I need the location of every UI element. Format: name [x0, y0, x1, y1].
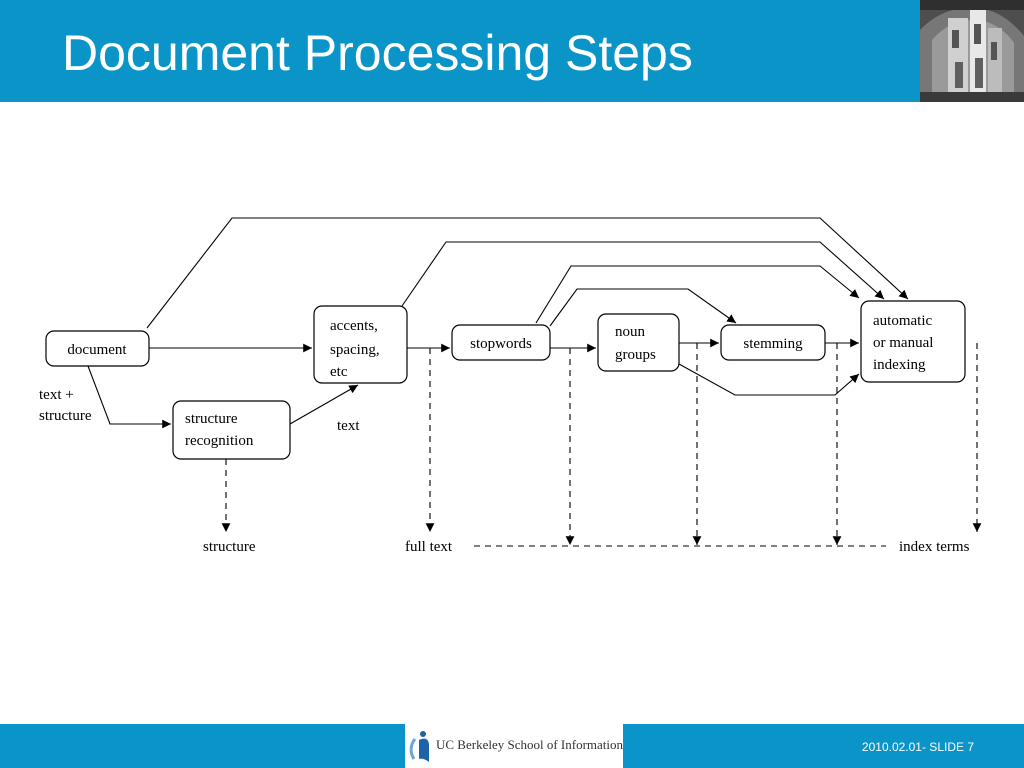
uc-berkeley-logo-text: UC Berkeley School of Information — [436, 737, 623, 752]
edge-structure-recognition-to-accents — [289, 384, 359, 425]
accents-label-line-1: accents, — [330, 318, 378, 334]
node-structure-recognition: structure recognition — [172, 400, 291, 460]
structure-recognition-label-line-1: structure — [185, 411, 238, 427]
noun-groups-label-line-1: noun — [615, 324, 646, 340]
node-stemming: stemming — [720, 324, 826, 361]
slide-title: Document Processing Steps — [62, 25, 693, 81]
node-stopwords-label: stopwords — [470, 336, 532, 352]
edge-stopwords-bypass-to-indexing — [535, 265, 860, 324]
edge-label-text-structure: text + structure — [39, 387, 92, 424]
node-document-label: document — [67, 342, 127, 358]
indexing-label-line-3: indexing — [873, 357, 926, 373]
node-structure-recognition-label: structure recognition — [185, 411, 254, 449]
output-index-terms-label: index terms — [899, 539, 970, 555]
structure-edge-label: structure — [39, 408, 92, 424]
edge-noun-groups-bypass-to-indexing — [678, 363, 860, 396]
node-automatic-manual-indexing: automatic or manual indexing — [860, 300, 966, 383]
node-noun-groups-label: noun groups — [615, 324, 656, 363]
accents-label-line-3: etc — [330, 364, 348, 380]
text-plus-label: text + — [39, 387, 74, 403]
stemming-label-line: stemming — [743, 336, 803, 352]
node-stemming-label: stemming — [743, 336, 803, 352]
edge-label-text: text — [337, 418, 360, 434]
noun-groups-label-line-2: groups — [615, 347, 656, 363]
edge-stopwords-bypass-to-stemming — [549, 288, 737, 327]
edge-accents-bypass-to-indexing — [401, 241, 885, 307]
document-label-line: document — [67, 342, 127, 358]
output-structure-label: structure — [203, 539, 256, 555]
node-document: document — [45, 330, 150, 367]
indexing-label-line-1: automatic — [873, 313, 932, 329]
node-automatic-manual-indexing-label: automatic or manual indexing — [873, 313, 937, 373]
slide-number: 2010.02.01- SLIDE 7 — [861, 740, 974, 754]
node-noun-groups: noun groups — [597, 313, 680, 372]
uc-berkeley-logo: UC Berkeley School of Information — [405, 724, 623, 768]
edge-document-bypass-to-indexing — [146, 217, 909, 329]
output-full-text-label: full text — [405, 539, 453, 555]
building-photo — [920, 0, 1024, 102]
node-accents-spacing: accents, spacing, etc — [313, 305, 408, 384]
node-accents-spacing-label: accents, spacing, etc — [330, 318, 383, 380]
stopwords-label-line: stopwords — [470, 336, 532, 352]
node-stopwords: stopwords — [451, 324, 551, 361]
indexing-label-line-2: or manual — [873, 335, 933, 351]
edge-document-to-structure-recognition — [87, 365, 171, 429]
header-bar — [0, 0, 1024, 102]
structure-recognition-label-line-2: recognition — [185, 433, 254, 449]
accents-label-line-2: spacing, — [330, 342, 380, 358]
